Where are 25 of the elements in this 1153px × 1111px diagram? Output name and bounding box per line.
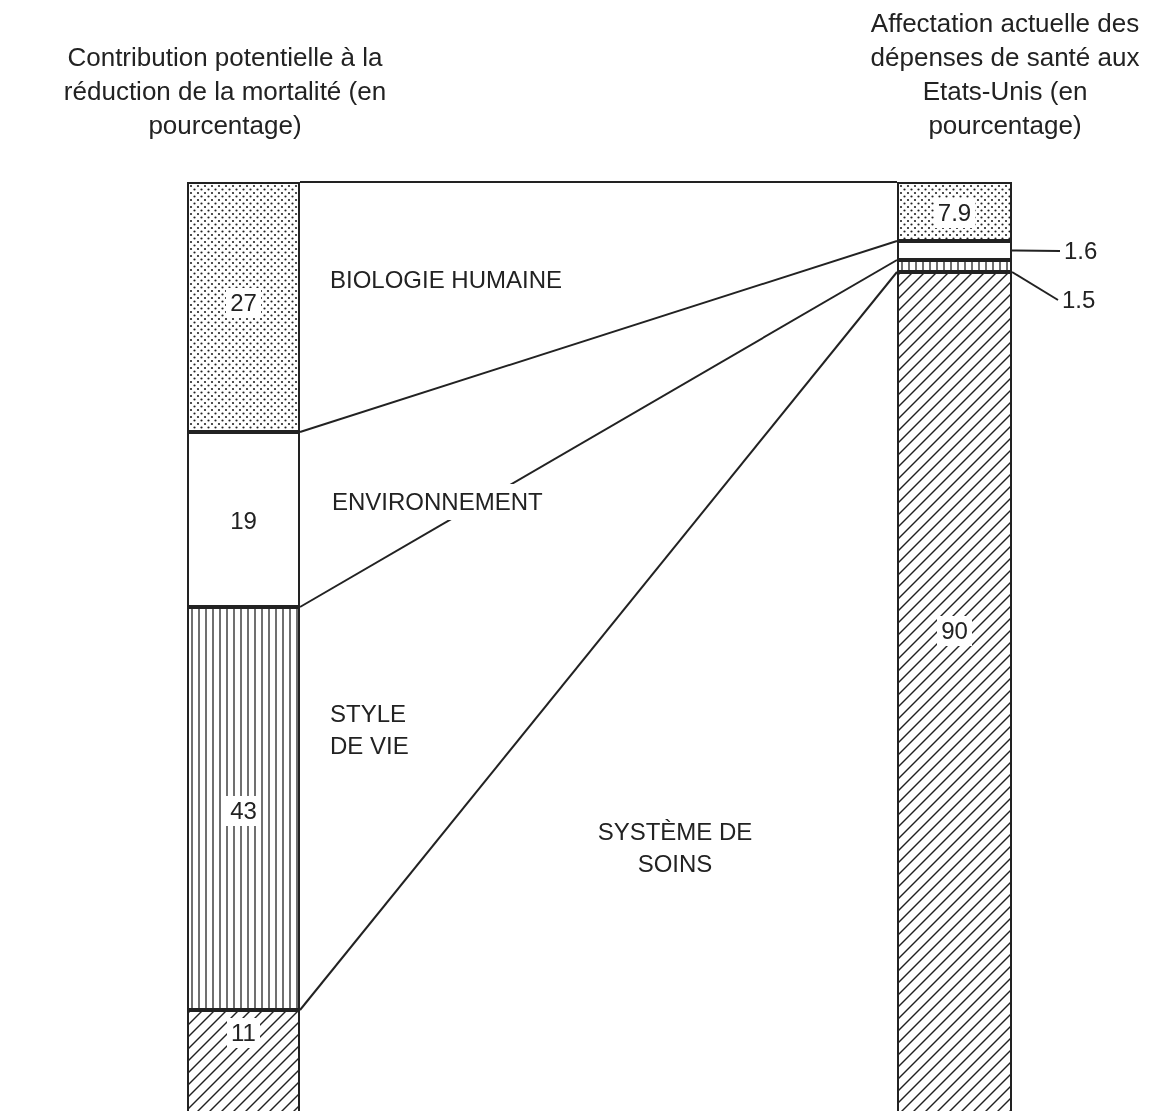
connector-line [299, 181, 898, 183]
bar-segment [897, 272, 1012, 1111]
bar-segment [187, 1010, 300, 1111]
bar-segment [897, 241, 1012, 260]
bar-segment [187, 607, 300, 1010]
value-label: 90 [937, 616, 972, 646]
connector-line [299, 259, 898, 608]
bar-segment [897, 260, 1012, 272]
value-label: 1.6 [1064, 236, 1098, 266]
value-label: 1.5 [1062, 285, 1096, 315]
connector-line [299, 271, 898, 1011]
connector-line [299, 240, 898, 433]
category-label: STYLE DE VIE [330, 699, 410, 761]
value-label: 7.9 [933, 198, 976, 228]
column-heading: Affectation actuelle des dépenses de santé aux Etats-Unis (en pourcentage) [869, 7, 1141, 142]
bar-segment [187, 182, 300, 432]
bar-segment [187, 432, 300, 607]
leader-line [1011, 249, 1061, 252]
column-heading: Contribution potentielle à la réduction de la mortalité (en pourcentage) [62, 41, 388, 142]
category-label: BIOLOGIE HUMAINE [330, 265, 564, 295]
bar-segment [897, 182, 1012, 241]
value-label: 27 [226, 288, 261, 318]
leader-line [1011, 271, 1059, 301]
category-label: SYSTÈME DE SOINS [596, 817, 754, 879]
value-label: 11 [227, 1018, 260, 1048]
